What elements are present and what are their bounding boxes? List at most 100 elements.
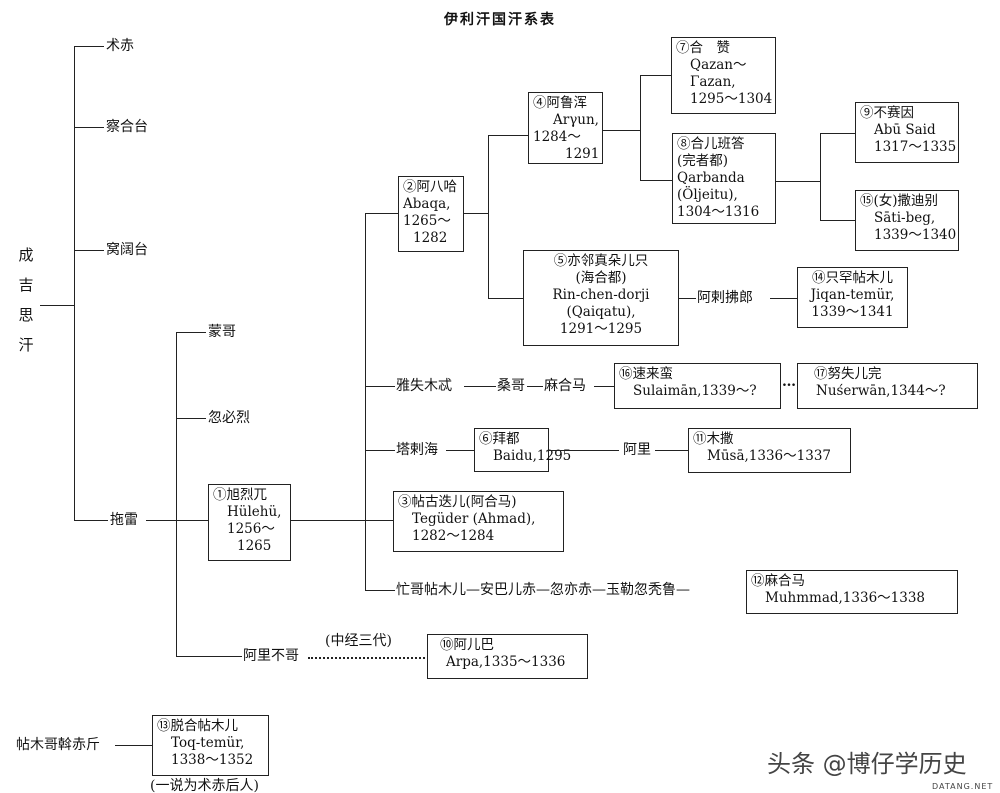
khan-years: 1295～1304 [690, 91, 773, 107]
link-alafulang: 阿剌拂郎 [697, 290, 753, 306]
khan-name: ⑭只罕帖木儿 [812, 270, 893, 286]
connector [464, 386, 496, 387]
connector [820, 133, 821, 220]
khan-box-arpa: ⑩阿儿巴 Arpa,1335～1336 [427, 634, 588, 679]
site-mark: DATANG.NET [932, 782, 994, 791]
tolui-son-ariq-boke: 阿里不哥 [243, 648, 299, 664]
khan-name: ⑨不赛因 [860, 105, 914, 121]
khan-box-ghazan: ⑦合 赞 Qazan～ Γazan, 1295～1304 [671, 37, 776, 114]
connector [115, 745, 152, 746]
connector [679, 298, 696, 299]
connector [176, 332, 177, 656]
root-genghis: 成吉思汗 [18, 246, 34, 354]
khan-box-musa: ⑪木撒 Mūsā,1336～1337 [688, 428, 851, 473]
khan-name: ⑪木撒 [693, 431, 734, 447]
khan-name: ⑦合 赞 [676, 40, 730, 56]
khan-years: 1256～ [227, 521, 275, 537]
connector [176, 332, 206, 333]
connector [74, 127, 104, 128]
khan-box-toghatemur: ⑬脱合帖木儿 Toq-temür, 1338～1352 [152, 715, 269, 776]
connector [74, 46, 104, 47]
connector [146, 520, 208, 521]
khan-name: ⑰努失儿完 [814, 366, 882, 382]
khan-years: 1339～1341 [811, 304, 894, 320]
khan-name: ④阿鲁浑 [533, 95, 587, 111]
khan-latin: Nuśerwān,1344～? [816, 383, 946, 399]
khan-years: 1284～ [533, 129, 581, 145]
connector [291, 520, 393, 521]
khan-years: 1265～ [403, 213, 451, 229]
khan-box-baidu: ⑥拜都 Baidu,1295 [474, 428, 571, 472]
note-jochi-descendant: (一说为术赤后人) [150, 778, 259, 793]
khan-name: ⑧合儿班答 [677, 136, 745, 152]
link-yashimut: 雅失木忒 [396, 378, 452, 394]
khan-latin: Tegüder (Ahmad), [412, 511, 536, 527]
khan-latin: (Öljeitu), [677, 187, 738, 203]
khan-box-gaykhatu: ⑤亦邻真朵儿只 (海合都) Rin-chen-dorji (Qaiqatu), … [523, 250, 679, 346]
link-mongke-temur-chain: 忙哥帖木儿—安巴儿赤—忽亦赤—玉勒忽秃鲁— [396, 582, 690, 598]
khan-latin: Arγun, [553, 112, 599, 128]
khan-name: ⑯速来蛮 [619, 366, 673, 382]
connector [820, 220, 855, 221]
khan-latin: Γazan, [690, 74, 736, 90]
connector [488, 298, 523, 299]
connector [527, 386, 543, 387]
connector [770, 298, 797, 299]
connector [365, 386, 395, 387]
son-chagatai: 察合台 [106, 119, 148, 135]
khan-latin: (Qaiqatu), [566, 304, 636, 320]
khan-years: 1291 [565, 146, 600, 162]
son-jochi: 术赤 [106, 38, 134, 54]
khan-latin: Rin-chen-dorji [552, 287, 650, 303]
khan-alt-name: (完者都) [677, 153, 729, 169]
khan-latin: Arpa,1335～1336 [446, 654, 566, 670]
connector [488, 135, 489, 298]
khan-latin: Sāti-beg, [874, 210, 936, 226]
connector [74, 46, 75, 520]
connector [176, 418, 206, 419]
connector [594, 386, 614, 387]
khan-name: ⑬脱合帖木儿 [157, 718, 238, 734]
connector [365, 450, 395, 451]
connector [640, 75, 671, 76]
connector [464, 213, 488, 214]
khan-latin: Mūsā,1336～1337 [707, 448, 831, 464]
khan-name: ①旭烈兀 [213, 487, 267, 503]
tolui-son-kublai: 忽必烈 [208, 410, 250, 426]
connector [776, 181, 820, 182]
son-ogedei: 窝阔台 [106, 242, 148, 258]
khan-latin: Abaqa, [403, 196, 451, 212]
khan-latin: Qazan～ [690, 57, 747, 73]
connector [488, 135, 528, 136]
son-tolui: 拖雷 [110, 512, 138, 528]
connector [820, 133, 855, 134]
khan-latin: Hülehü, [227, 504, 282, 520]
tolui-son-mongke: 蒙哥 [208, 324, 236, 340]
khan-box-hulegu: ①旭烈兀 Hülehü, 1256～ 1265 [208, 484, 291, 561]
link-ali: 阿里 [621, 442, 653, 458]
khan-latin: Jiqan-temür, [810, 287, 895, 303]
khan-alt-name: (海合都) [575, 270, 627, 286]
khan-box-jiqan-temur: ⑭只罕帖木儿 Jiqan-temür, 1339～1341 [797, 267, 908, 328]
khan-latin: Abū Said [874, 122, 936, 138]
khan-name: ⑤亦邻真朵儿只 [553, 253, 649, 269]
khan-latin: Muhmmad,1336～1338 [765, 590, 926, 606]
khan-years: 1317～1335 [874, 139, 957, 155]
ellipsis: … [782, 374, 796, 390]
connector [365, 213, 398, 214]
connector [655, 450, 688, 451]
diagram-title: 伊利汗国汗系表 [444, 12, 556, 28]
connector [446, 450, 474, 451]
connector [74, 520, 108, 521]
connector [603, 130, 640, 131]
link-taraqai: 塔剌海 [396, 442, 438, 458]
khan-name: ⑥拜都 [479, 431, 520, 447]
khan-name: ⑩阿儿巴 [440, 637, 494, 653]
watermark: 头条 @博仔学历史 [767, 750, 967, 778]
khan-years: 1282～1284 [412, 528, 495, 544]
link-sangge: 桑哥 [497, 378, 525, 394]
khan-latin: Qarbanda [677, 170, 745, 186]
khan-box-sulaiman: ⑯速来蛮 Sulaimān,1339～? [614, 363, 781, 409]
khan-box-abu-said: ⑨不赛因 Abū Said 1317～1335 [855, 102, 959, 163]
